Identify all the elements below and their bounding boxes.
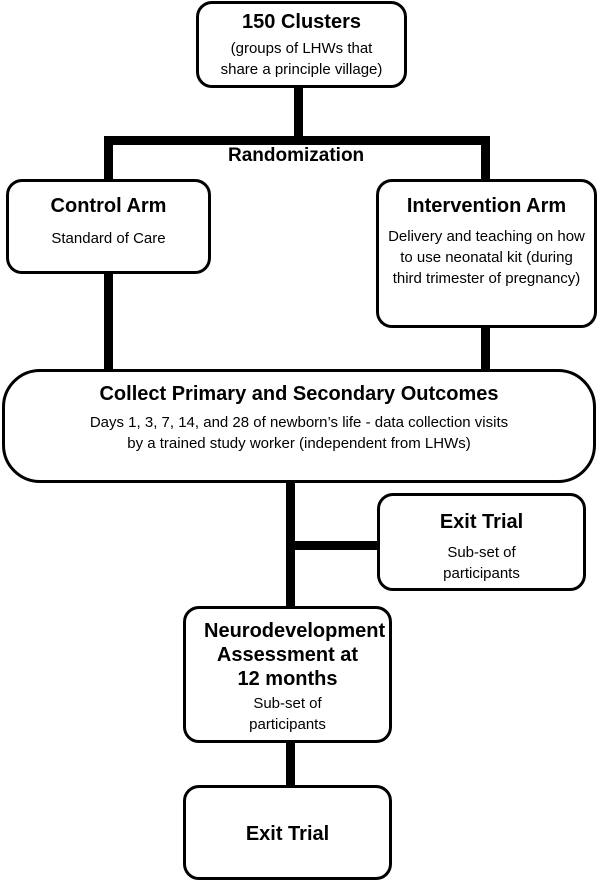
exit-trial-final-box: Exit Trial (183, 785, 392, 880)
connector-intervention-down (481, 325, 490, 372)
neuro-assessment-box: Neurodevelopment Assessment at 12 months… (183, 606, 392, 743)
control-arm-title: Control Arm (50, 195, 167, 217)
exit-trial-side-body: Sub-set of participants (443, 544, 520, 582)
connector-clusters-down (294, 85, 303, 137)
intervention-arm-title: Intervention Arm (406, 195, 567, 217)
clusters-body: (groups of LHWs that share a principle v… (220, 40, 383, 78)
connector-randomization-horizontal (104, 136, 490, 145)
outcomes-box: Collect Primary and Secondary Outcomes D… (2, 369, 596, 483)
randomization-label: Randomization (224, 145, 369, 167)
control-arm-box: Control Arm Standard of Care (6, 179, 211, 274)
intervention-arm-body: Delivery and teaching on how to use neon… (388, 228, 585, 287)
outcomes-body: Days 1, 3, 7, 14, and 28 of newborn’s li… (89, 414, 509, 452)
connector-left-to-control (104, 136, 113, 182)
connector-to-exit-side (286, 541, 382, 550)
control-arm-body: Standard of Care (51, 230, 166, 247)
connector-right-to-intervention (481, 136, 490, 182)
exit-trial-final-title: Exit Trial (245, 823, 330, 845)
clusters-box: 150 Clusters (groups of LHWs that share … (196, 1, 407, 88)
neuro-assessment-body: Sub-set of participants (249, 695, 326, 733)
outcomes-title: Collect Primary and Secondary Outcomes (99, 383, 499, 405)
neuro-assessment-title: Neurodevelopment Assessment at 12 months (204, 620, 386, 690)
intervention-arm-box: Intervention Arm Delivery and teaching o… (376, 179, 597, 328)
connector-control-down (104, 270, 113, 372)
exit-trial-side-box: Exit Trial Sub-set of participants (377, 493, 586, 591)
connector-neuro-down (286, 740, 295, 788)
clusters-title: 150 Clusters (242, 11, 361, 33)
exit-trial-side-title: Exit Trial (439, 511, 524, 533)
